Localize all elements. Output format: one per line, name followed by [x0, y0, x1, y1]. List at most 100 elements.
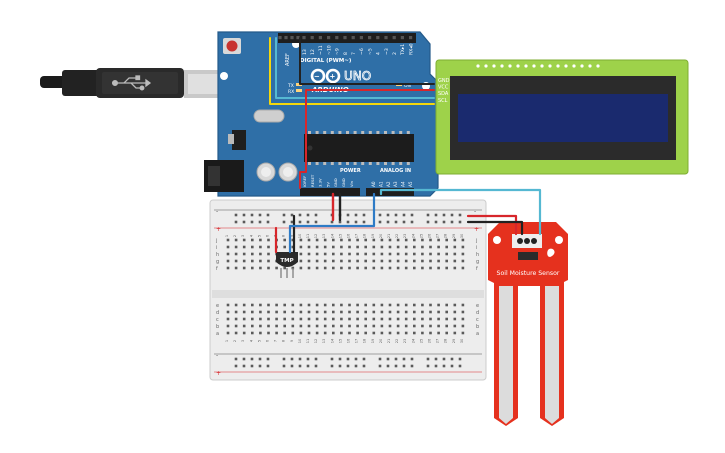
col-number: 13	[322, 234, 326, 239]
col-number: 26	[428, 233, 432, 238]
digital-pin-hole	[392, 36, 396, 40]
tx-label: TX	[287, 83, 294, 89]
digital-pin-hole	[376, 36, 380, 40]
col-number: 15	[338, 339, 342, 344]
power-pin-label: GND	[333, 178, 338, 187]
on-label: ON	[404, 83, 411, 89]
row-letter: i	[476, 245, 477, 251]
digital-pin-label: 8	[343, 52, 349, 55]
col-number: 23	[403, 234, 407, 239]
arduino-infinity-logo	[310, 68, 341, 84]
row-letter: h	[476, 252, 479, 258]
digital-pin-hole	[359, 36, 363, 40]
row-letter: g	[216, 259, 219, 265]
analog-pin-label: A2	[386, 181, 391, 187]
analog-header	[366, 188, 414, 196]
rail-minus-top: -	[216, 208, 218, 215]
digital-pin-label: 12	[310, 49, 316, 55]
lcd-pin-label: SCL	[438, 98, 448, 104]
col-number: 10	[298, 233, 302, 238]
digital-pin-hole	[310, 36, 314, 40]
col-number: 1	[225, 340, 229, 342]
digital-pin-label: TX▸1	[400, 44, 406, 56]
row-letter: e	[216, 303, 219, 309]
svg-text:+: +	[330, 73, 336, 81]
row-letter: a	[476, 331, 479, 337]
power-pin-label: Vin	[349, 180, 354, 187]
col-number: 18	[363, 233, 367, 238]
digital-pin-label: 7	[351, 52, 357, 55]
wire-tmp-a0-blue	[288, 192, 376, 254]
row-letter: j	[215, 238, 217, 244]
digital-pin-label: 2	[392, 52, 398, 55]
digital-header	[278, 33, 416, 43]
col-number: 14	[330, 338, 334, 343]
digital-pin-hole	[335, 36, 339, 40]
row-letter: d	[476, 310, 479, 316]
lcd-pin-label: GND	[438, 78, 450, 84]
col-number: 8	[282, 234, 286, 237]
col-number: 8	[282, 339, 286, 342]
row-letter: g	[476, 259, 479, 265]
power-pin-label: IOREF	[302, 176, 307, 187]
col-number: 10	[298, 338, 302, 343]
col-number: 2	[233, 340, 237, 342]
tmp-label: TMP	[280, 258, 293, 264]
rail-plus-top-right: +	[474, 226, 479, 233]
power-pin-label: RESET	[310, 174, 315, 187]
row-letter: c	[476, 317, 479, 323]
digital-pin-label: ~3	[384, 48, 390, 55]
digital-pin-label: ~6	[359, 48, 365, 55]
col-number: 20	[379, 338, 383, 343]
col-number: 24	[411, 338, 415, 343]
col-number: 19	[371, 233, 375, 238]
atmega-chip	[304, 134, 414, 162]
col-number: 5	[257, 340, 261, 342]
col-number: 4	[249, 234, 253, 237]
svg-text:−: −	[314, 73, 320, 81]
digital-pin-hole	[302, 36, 306, 40]
col-number: 21	[387, 339, 391, 344]
col-number: 27	[436, 234, 440, 239]
digital-pin-label: ~9	[335, 48, 341, 55]
digital-pin-hole	[351, 36, 355, 40]
col-number: 14	[330, 233, 334, 238]
digital-pin-hole	[368, 36, 372, 40]
row-letter: e	[476, 303, 479, 309]
analog-pin-label: A5	[408, 181, 413, 187]
tmp36-temperature-sensor: TMP	[276, 252, 298, 278]
digital-pin-hole	[327, 36, 331, 40]
col-number: 28	[444, 233, 448, 238]
col-number: 12	[314, 339, 318, 344]
digital-pin-label: ~10	[326, 45, 332, 55]
col-number: 17	[355, 234, 359, 239]
digital-pin-label: 4	[376, 52, 382, 55]
usb-cable	[40, 68, 232, 98]
col-number: 26	[428, 338, 432, 343]
col-number: 3	[241, 340, 245, 342]
col-number: 28	[444, 338, 448, 343]
row-letter: h	[216, 252, 219, 258]
col-number: 21	[387, 234, 391, 239]
power-pin-label: GND	[341, 178, 346, 187]
usb-symbol-icon	[111, 75, 152, 91]
rail-plus-top: +	[216, 226, 221, 233]
col-number: 29	[452, 233, 456, 238]
col-number: 11	[306, 234, 310, 239]
wire-vcc-red	[299, 89, 435, 189]
digital-header-label: DIGITAL (PWM~)	[300, 58, 352, 64]
digital-pin-hole	[384, 36, 388, 40]
col-number: 20	[379, 233, 383, 238]
lcd-pin-label: SDA	[438, 91, 449, 97]
col-number: 7	[274, 340, 278, 342]
digital-pin-label: RX◂0	[408, 43, 414, 55]
rx-label: RX	[288, 89, 294, 95]
digital-pin-hole	[409, 36, 413, 40]
col-number: 18	[363, 338, 367, 343]
col-number: 23	[403, 339, 407, 344]
wires	[269, 37, 542, 254]
rail-minus-bottom: -	[216, 352, 218, 359]
col-number: 17	[355, 339, 359, 344]
analog-in-label: ANALOG IN	[380, 168, 411, 174]
